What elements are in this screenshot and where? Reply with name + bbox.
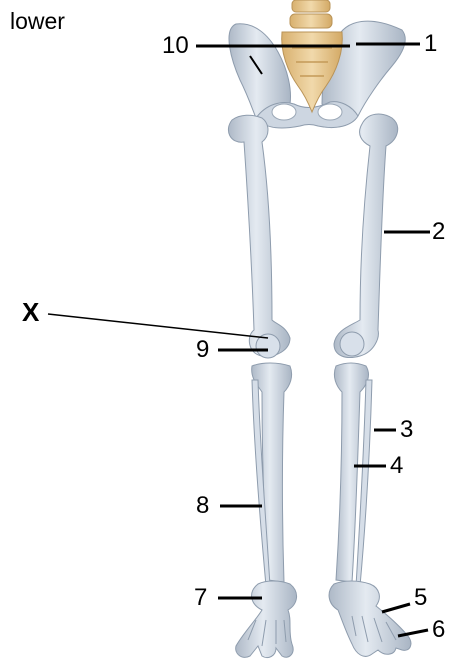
- label-8: 8: [196, 494, 209, 518]
- label-10: 10: [162, 34, 189, 58]
- right-foot: [329, 581, 411, 656]
- left-lower-leg: [252, 363, 292, 586]
- label-5: 5: [414, 586, 427, 610]
- left-foot: [236, 581, 297, 658]
- right-patella: [340, 332, 364, 356]
- pubic-region: [256, 102, 358, 128]
- right-lower-leg: [334, 363, 372, 586]
- left-femur: [228, 115, 290, 356]
- femurs: [228, 114, 397, 357]
- obturator-foramen-left: [272, 104, 296, 120]
- label-x: X: [22, 300, 39, 324]
- label-6: 6: [432, 618, 445, 642]
- label-1: 1: [424, 32, 437, 56]
- right-femur: [334, 114, 398, 357]
- label-3: 3: [400, 418, 413, 442]
- leader-x: [48, 314, 268, 338]
- label-2: 2: [432, 220, 445, 244]
- label-9: 9: [196, 338, 209, 362]
- label-7: 7: [194, 586, 207, 610]
- obturator-foramen-right: [318, 104, 342, 120]
- leader-5: [382, 604, 410, 612]
- label-4: 4: [390, 454, 403, 478]
- diagram-title: lower: [10, 8, 65, 35]
